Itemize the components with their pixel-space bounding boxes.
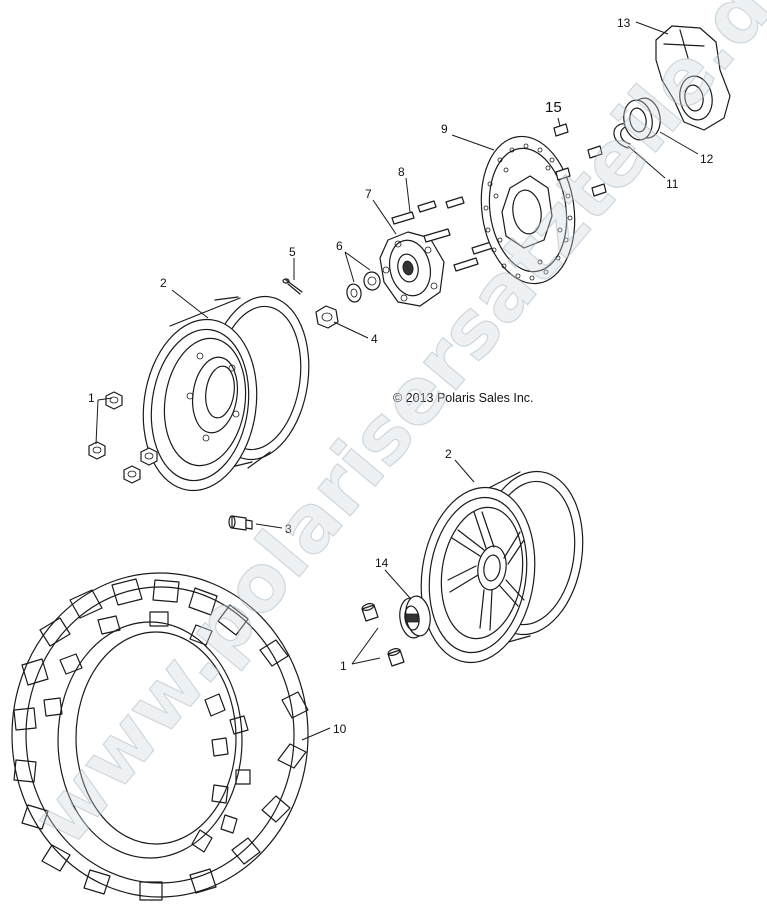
callout-11: 11: [666, 177, 679, 191]
steering-knuckle-13: [655, 25, 731, 131]
cotter-pin-5: [282, 278, 303, 295]
callout-8: 8: [398, 165, 405, 179]
callout-2a: 2: [160, 276, 167, 290]
callout-3: 3: [285, 522, 292, 536]
callout-9: 9: [441, 122, 448, 136]
callout-1a: 1: [88, 391, 95, 405]
lug-nuts-1: [88, 391, 405, 667]
valve-stem-3: [228, 515, 253, 531]
wheel-steel-2: [142, 295, 310, 492]
tire-10: [11, 572, 309, 901]
callout-13: 13: [617, 16, 631, 30]
callout-5: 5: [289, 245, 296, 259]
callout-6: 6: [336, 239, 343, 253]
washers-6: [346, 271, 381, 303]
watermark-text: www.polarisersatzteile.de: [16, 0, 767, 862]
callout-1b: 1: [340, 659, 347, 673]
copyright-notice: © 2013 Polaris Sales Inc.: [393, 391, 534, 405]
center-cap-14: [399, 595, 431, 639]
callout-7: 7: [365, 187, 372, 201]
callout-10: 10: [333, 722, 347, 736]
hub-nut-4: [315, 305, 339, 329]
wheel-bearing-12: [623, 97, 661, 141]
wheel-alloy-2: [420, 470, 584, 664]
wheel-hub-7: [379, 231, 445, 307]
brake-disc-9: [480, 135, 576, 285]
callout-14: 14: [375, 556, 389, 570]
callout-labels: 1 1 2 2 3 4 5 6 7 8 9 10 11 12 13 14 15: [88, 16, 714, 736]
callout-12: 12: [700, 152, 714, 166]
leader-lines: [95, 21, 699, 741]
callout-15: 15: [545, 99, 562, 116]
callout-4: 4: [371, 332, 378, 346]
caliper-bolts-15: [553, 123, 607, 197]
callout-2b: 2: [445, 447, 452, 461]
